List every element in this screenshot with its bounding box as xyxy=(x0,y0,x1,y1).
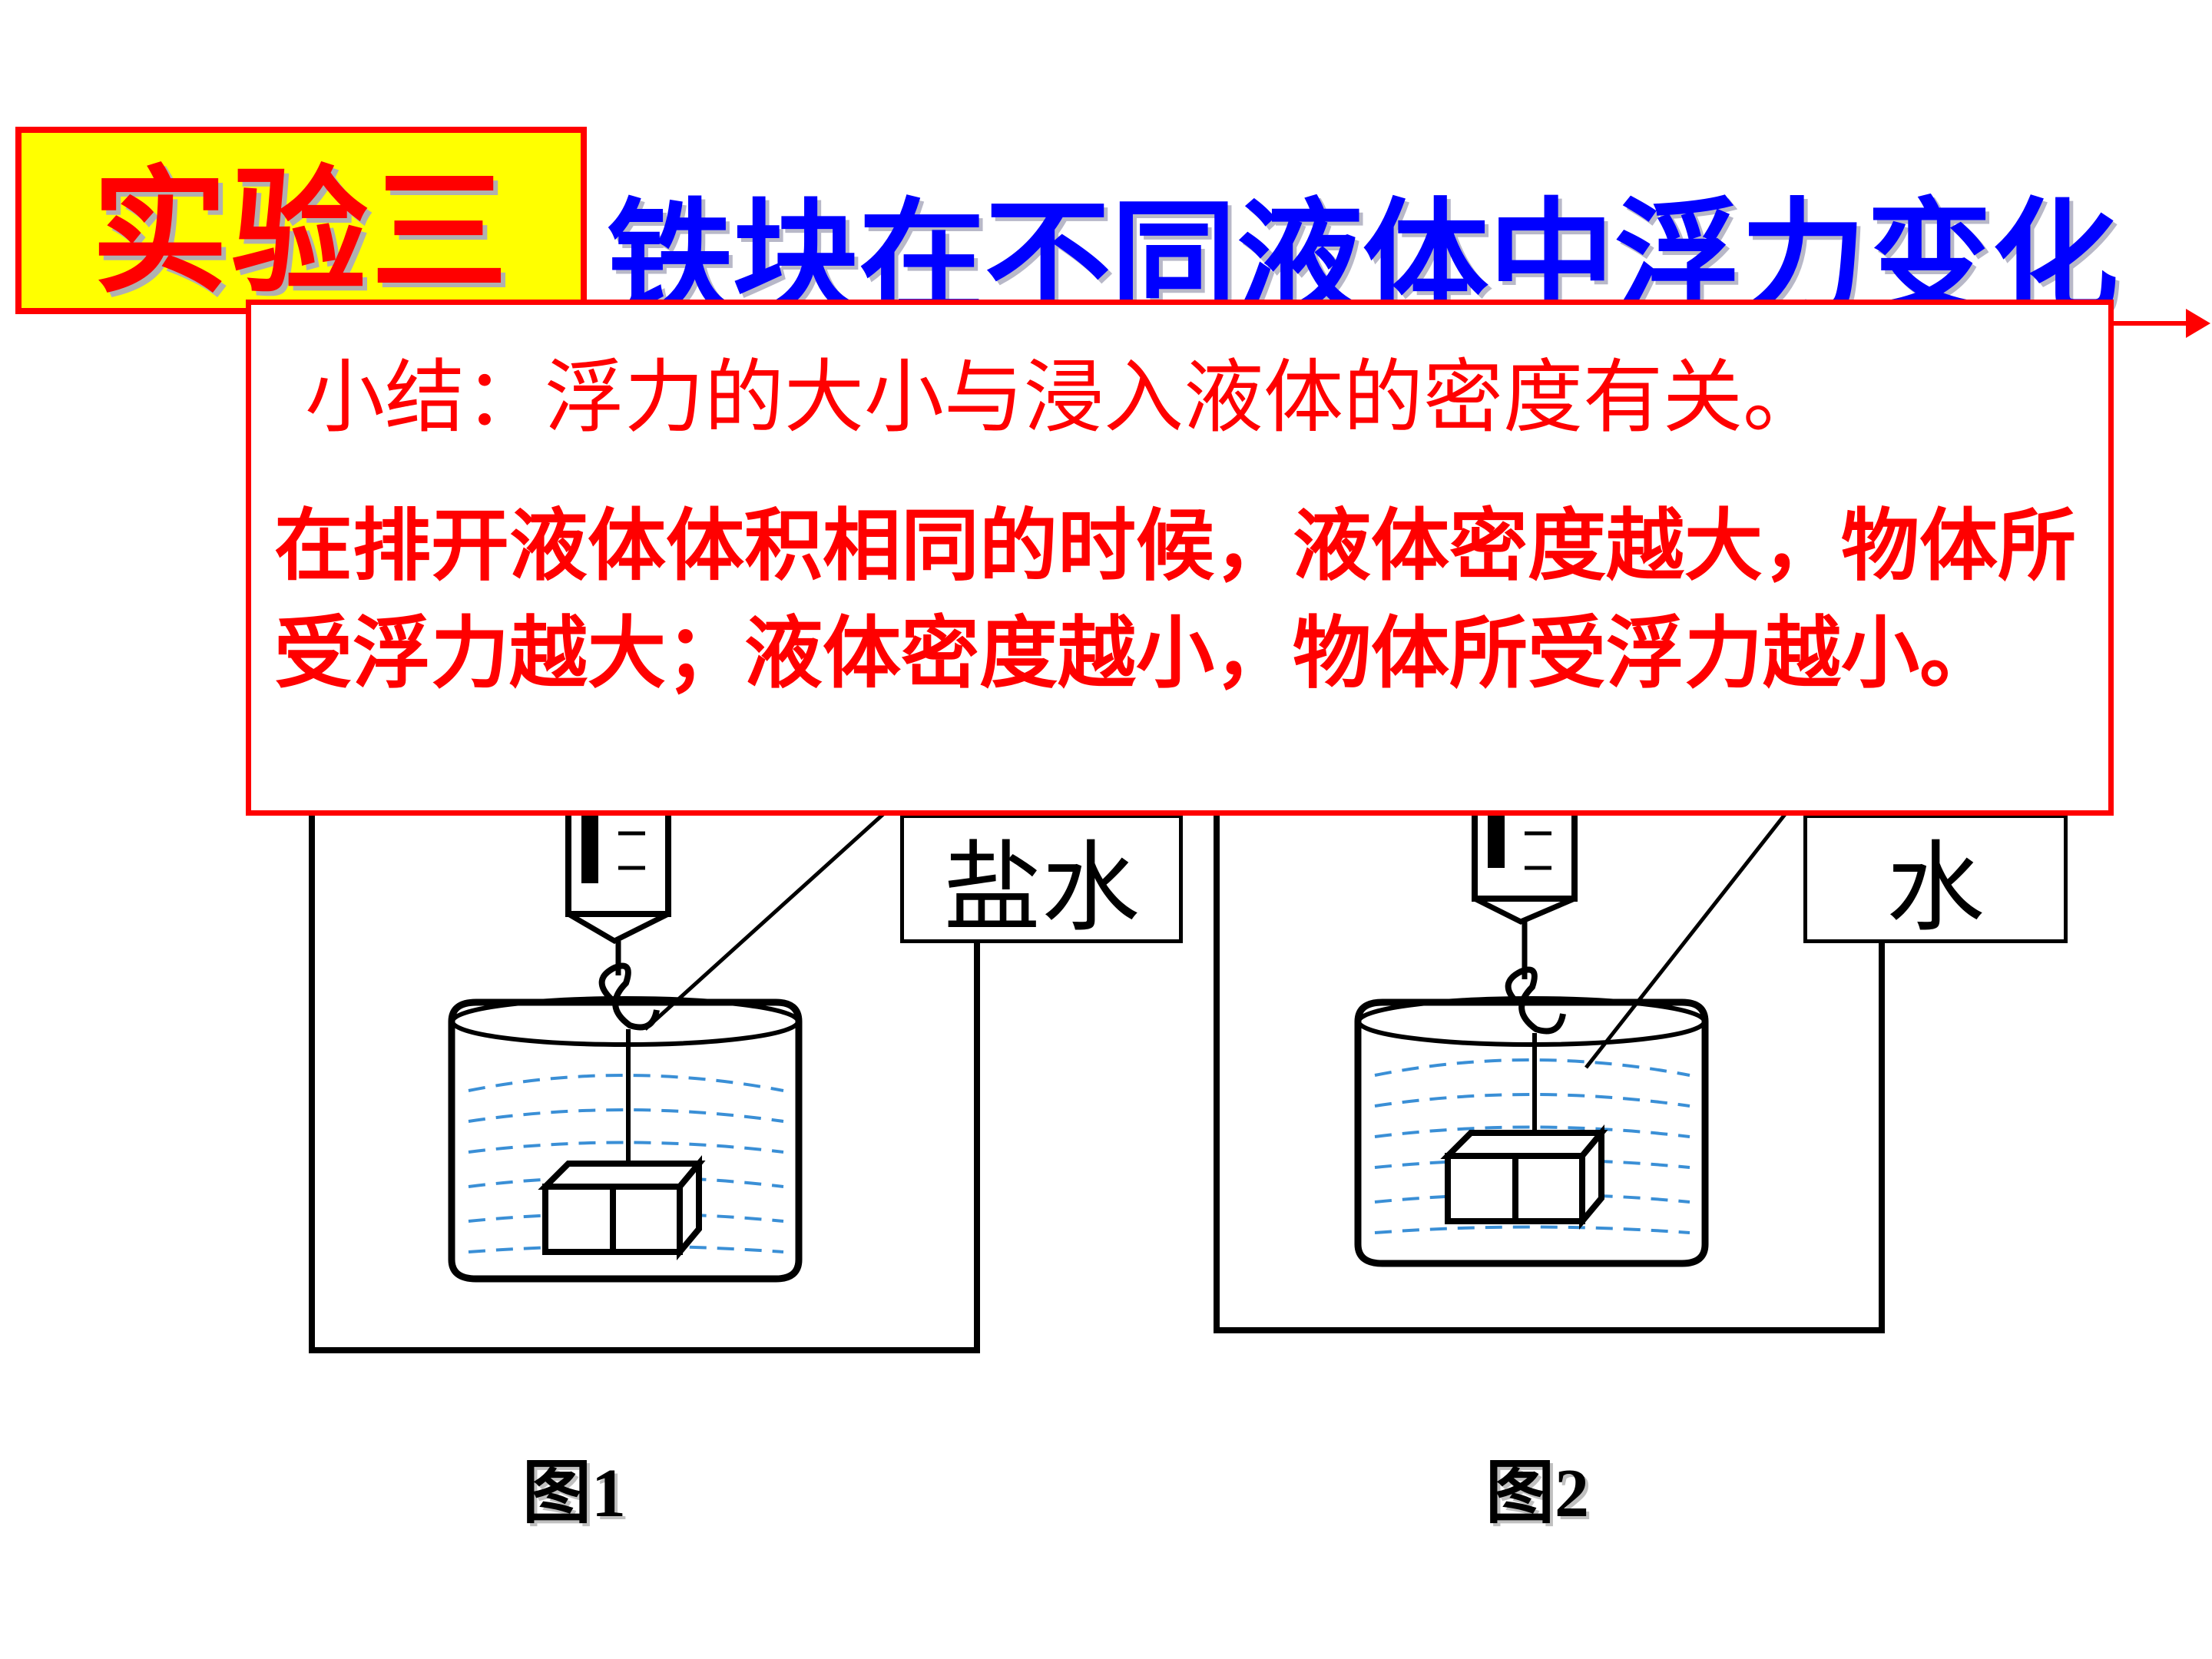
figure-2-liquid-label: 水 xyxy=(1803,814,2068,945)
arrow-line xyxy=(2104,321,2189,326)
summary-headline: 小结：浮力的大小与浸入液体的密度有关。 xyxy=(305,350,1823,444)
figure-2-caption: 图2 xyxy=(1485,1455,1589,1532)
arrow-right-icon xyxy=(2186,309,2210,338)
experiment-badge: 实验三 xyxy=(15,127,587,314)
figure-1-caption: 图1 xyxy=(522,1455,626,1532)
figure-2-apparatus xyxy=(1354,765,1799,1267)
summary-body: 在排开液体体积相同的时候，液体密度越大，物体所受浮力越大；液体密度越小，物体所受… xyxy=(274,501,2076,700)
figure-1-liquid-label: 盐水 xyxy=(900,814,1183,945)
experiment-badge-label: 实验三 xyxy=(91,152,511,312)
summary-box: 小结：浮力的大小与浸入液体的密度有关。 在排开液体体积相同的时候，液体密度越大，… xyxy=(246,300,2114,816)
figure-1-apparatus xyxy=(448,765,885,1283)
